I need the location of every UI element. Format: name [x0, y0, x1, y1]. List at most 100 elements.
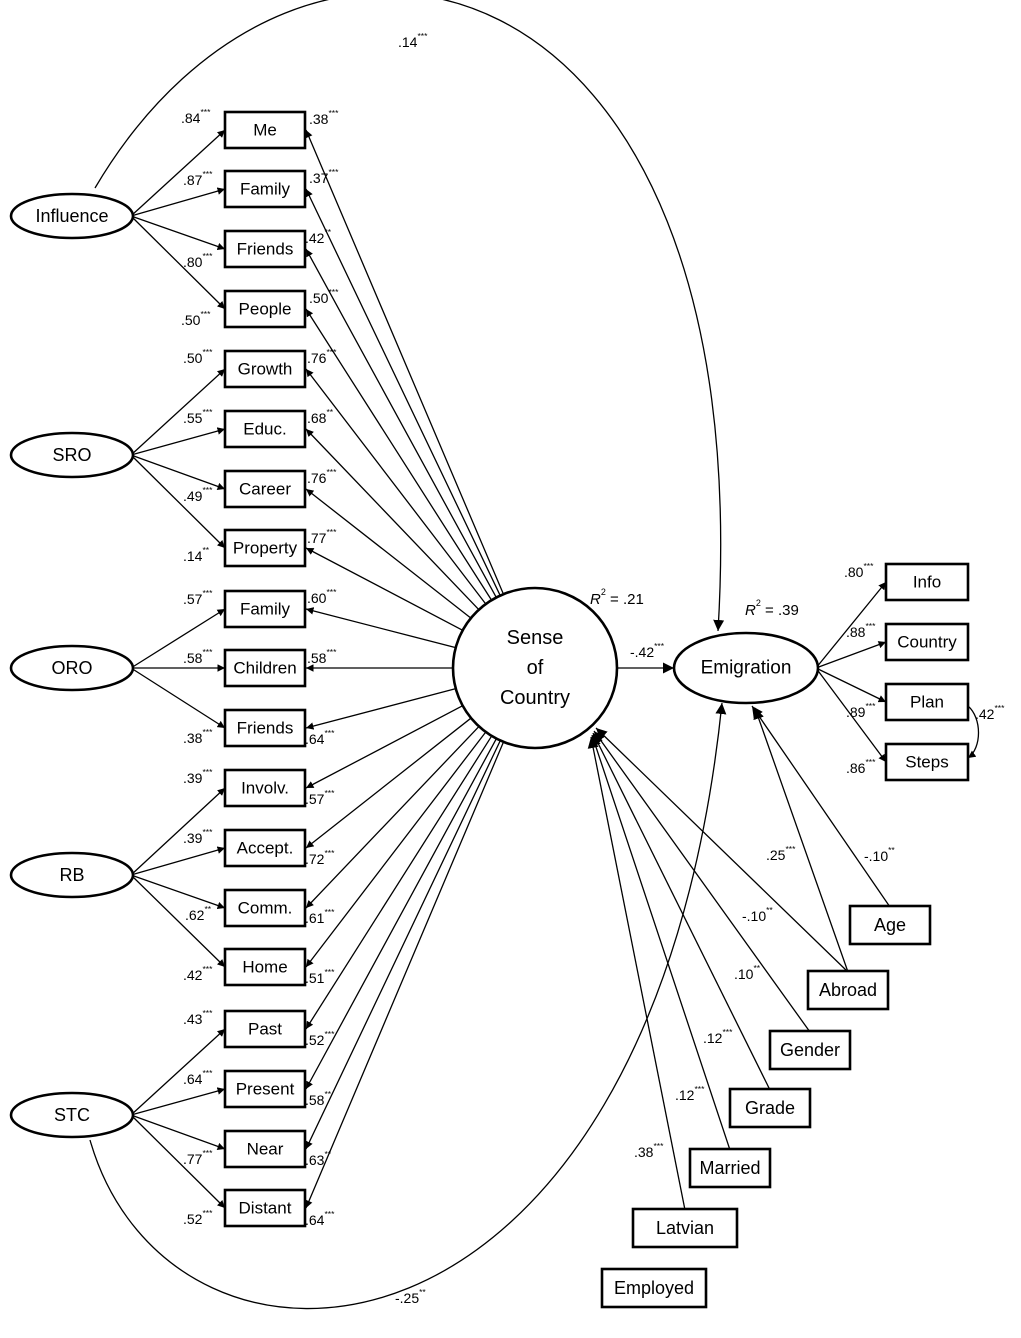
- indicator-box: [223, 888, 307, 928]
- left-loading-label-value: .50: [181, 312, 201, 328]
- indicator-box: [223, 528, 307, 568]
- latent-oro: [9, 644, 135, 692]
- indicator-label: Home: [242, 958, 287, 977]
- soc-loading-arrow: [305, 368, 487, 605]
- soc-loading-label-value: .76: [307, 350, 327, 366]
- gender-path-label-value: -.10: [742, 908, 766, 924]
- soc-loading-label: .68**: [307, 407, 334, 426]
- control-box-employed: [600, 1267, 708, 1309]
- soc-loading-label-value: .58: [305, 1092, 325, 1108]
- left-loading-label: .84***: [181, 107, 211, 126]
- soc-loading-label: .38***: [309, 108, 339, 127]
- soc-loading-label-value: .50: [309, 290, 329, 306]
- age-path-label-value: -.10: [864, 848, 888, 864]
- soc-loading-label-stars: ***: [326, 587, 337, 597]
- soc-loading-label-value: .58: [307, 650, 327, 666]
- loading-arrow-rb: [130, 787, 226, 876]
- soc-loading-arrow: [305, 741, 505, 1209]
- soc-label-line: of: [527, 657, 544, 679]
- left-loading-label-stars: ***: [202, 1208, 213, 1218]
- r2-sense-of-country-symbol: R: [590, 591, 601, 608]
- left-loading-label-stars: ***: [202, 347, 213, 357]
- indicator-label: Friends: [237, 240, 294, 259]
- indicator-box: [223, 947, 307, 987]
- loading-arrow-rb: [130, 874, 226, 910]
- emigration-loading-label-value: .89: [846, 704, 866, 720]
- emigration-loading-label: .89***: [846, 701, 876, 720]
- latvian-path-label: .12***: [675, 1084, 705, 1103]
- indicator-label: People: [239, 300, 292, 319]
- indicator-box: [223, 110, 307, 150]
- soc-loading-label: .52***: [305, 1029, 335, 1048]
- soc-loading-label-stars: ***: [324, 907, 335, 917]
- soc-loading-label: .72***: [305, 848, 335, 867]
- indicator-box: [223, 289, 307, 329]
- indicator-box: [223, 1009, 307, 1049]
- soc-loading-label-stars: **: [326, 407, 333, 417]
- indicator-label: Past: [248, 1020, 282, 1039]
- soc-loading-arrow: [305, 607, 456, 649]
- soc-loading-arrow: [305, 738, 498, 1090]
- soc-loading-label: .64***: [305, 728, 335, 747]
- loading-arrow-sro: [130, 427, 226, 456]
- left-loading-label-stars: ***: [202, 1068, 213, 1078]
- soc-loading-label-stars: ***: [328, 108, 339, 118]
- r2-emigration-exponent: 2: [756, 598, 761, 608]
- plan-steps-covariance-label: .42***: [975, 703, 1005, 722]
- soc-loading-label: .57***: [305, 788, 335, 807]
- abroad-path-label-value: .25: [766, 847, 786, 863]
- emigration-indicator-box: [884, 682, 970, 722]
- control-box-abroad: [806, 969, 890, 1011]
- latent-sense-of-country: [451, 586, 619, 750]
- abroad-path-label-stars: ***: [785, 844, 796, 854]
- soc-loading-label-value: .61: [305, 910, 325, 926]
- r2-sense-of-country-value: = .21: [606, 591, 644, 608]
- stc-to-emigration-label: -.25**: [395, 1287, 426, 1306]
- indicator-label: Comm.: [238, 899, 293, 918]
- soc-loading-label: .37***: [309, 167, 339, 186]
- emigration-loading-arrow: [815, 641, 887, 669]
- indicator-label: Me: [253, 121, 277, 140]
- employed-path-label-stars: ***: [653, 1141, 664, 1151]
- left-loading-label-value: .38: [183, 730, 203, 746]
- soc-loading-label-stars: ***: [324, 788, 335, 798]
- emigration-loading-label: .86***: [846, 757, 876, 776]
- soc-loading-label-value: .38: [309, 111, 329, 127]
- r2-emigration-symbol: R: [745, 602, 756, 619]
- latvian-path-label-stars: ***: [694, 1084, 705, 1094]
- soc-loading-label: .76***: [307, 347, 337, 366]
- control-label-abroad: Abroad: [819, 980, 877, 1000]
- soc-loading-label: .50***: [309, 287, 339, 306]
- soc-loading-arrow: [305, 735, 493, 1030]
- soc-loading-label: .60***: [307, 587, 337, 606]
- soc-loading-label: .63**: [305, 1149, 332, 1168]
- left-loading-label-value: .14: [183, 548, 203, 564]
- indicator-label: Children: [233, 659, 296, 678]
- latent-label-rb: RB: [59, 865, 84, 885]
- control-box-gender: [768, 1029, 852, 1071]
- soc-to-emigration-label-stars: ***: [654, 641, 665, 651]
- loading-arrow-rb: [130, 846, 226, 876]
- left-loading-label-stars: ***: [202, 727, 213, 737]
- loading-arrow-rb: [130, 874, 226, 968]
- indicator-label: Near: [247, 1140, 284, 1159]
- soc-loading-label-value: .37: [309, 170, 329, 186]
- control-label-employed: Employed: [614, 1278, 694, 1298]
- left-loading-label: .77***: [183, 1148, 213, 1167]
- left-loading-label: .43***: [183, 1008, 213, 1027]
- control-box-age: [848, 904, 932, 946]
- married-to-soc-arrow: [590, 734, 731, 1151]
- soc-loading-label-stars: **: [324, 1089, 331, 1099]
- emigration-loading-label-value: .88: [846, 624, 866, 640]
- indicator-label: Family: [240, 180, 291, 199]
- gender-to-soc-arrow: [593, 730, 811, 1033]
- soc-loading-label-value: .72: [305, 851, 325, 867]
- latvian-to-soc-arrow: [587, 736, 686, 1211]
- gender-path-label: -.10**: [742, 905, 773, 924]
- soc-loading-label: .51***: [305, 967, 335, 986]
- left-loading-label: .49***: [183, 485, 213, 504]
- loading-arrow-stc: [130, 1114, 226, 1209]
- left-loading-label-value: .64: [183, 1071, 203, 1087]
- emigration-label: Emigration: [701, 658, 792, 679]
